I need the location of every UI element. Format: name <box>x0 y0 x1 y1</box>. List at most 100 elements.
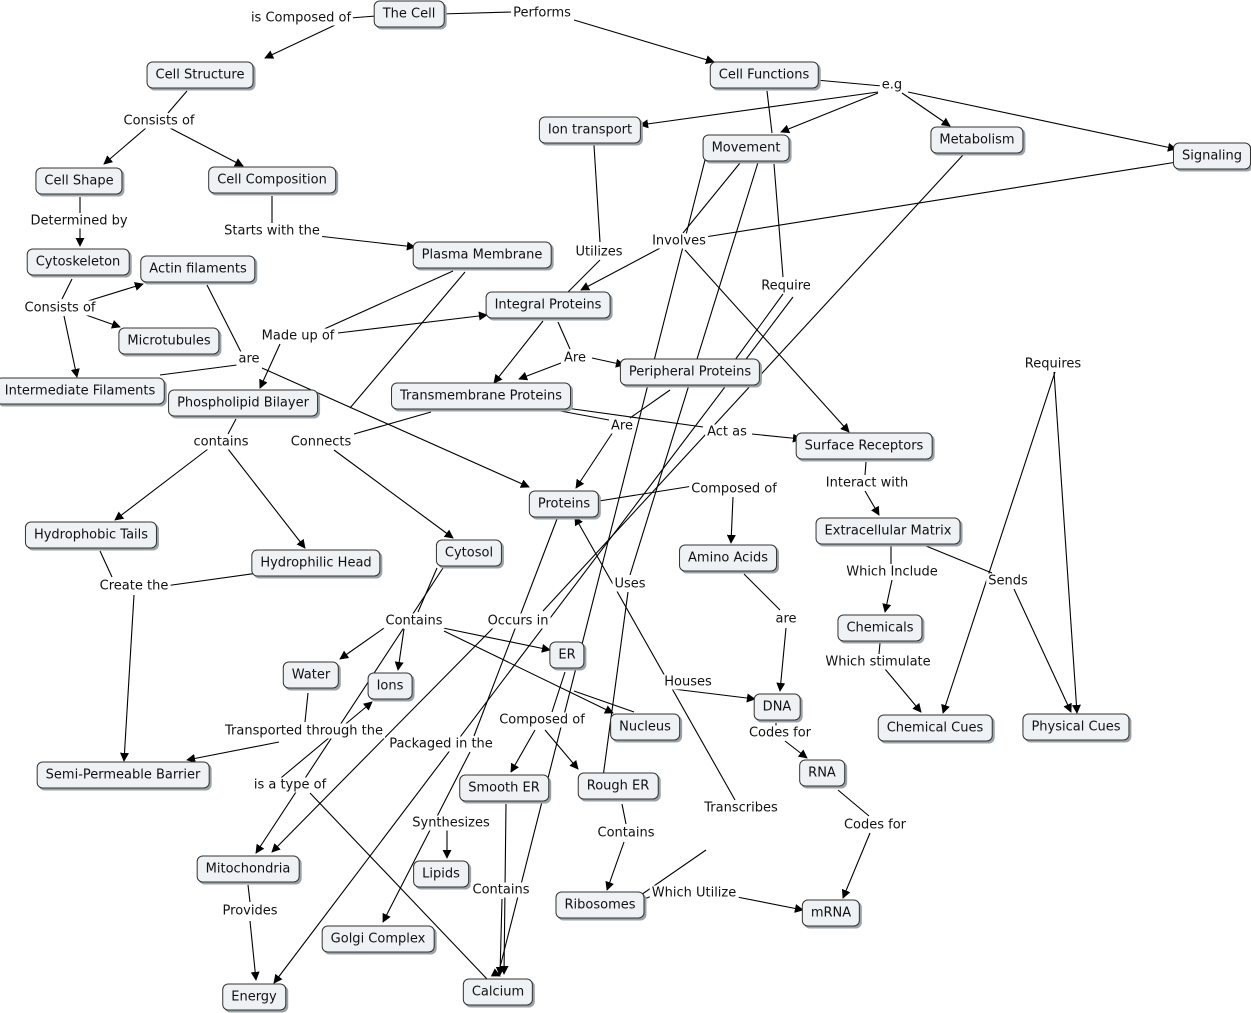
node-hydrophobic-tails[interactable]: Hydrophobic Tails <box>24 521 158 549</box>
link-label-contains: Contains <box>595 825 657 841</box>
node-mrna[interactable]: mRNA <box>801 899 861 927</box>
connector-line <box>551 671 566 713</box>
node-energy[interactable]: Energy <box>222 983 286 1011</box>
connector-line <box>605 841 625 891</box>
link-label-are: Are <box>562 350 588 366</box>
node-metabolism[interactable]: Metabolism <box>930 126 1024 154</box>
node-intermediate-filaments[interactable]: Intermediate Filaments <box>0 377 165 405</box>
link-label-consists-of: Consists of <box>22 300 98 316</box>
node-mitochondria[interactable]: Mitochondria <box>196 855 300 883</box>
node-chemicals[interactable]: Chemicals <box>837 614 923 642</box>
connector-line <box>580 245 665 291</box>
connector-line <box>63 315 80 378</box>
node-cell-shape[interactable]: Cell Shape <box>35 167 123 195</box>
node-cell-composition[interactable]: Cell Composition <box>208 166 336 194</box>
connector-line <box>518 362 562 381</box>
connector-line <box>169 127 244 167</box>
connector-line <box>103 127 147 165</box>
connector-line <box>882 579 893 613</box>
connector-line <box>593 144 601 243</box>
node-calcium[interactable]: Calcium <box>462 978 534 1006</box>
node-er[interactable]: ER <box>549 641 585 669</box>
connector-line <box>304 692 309 723</box>
node-actin-filaments[interactable]: Actin filaments <box>140 255 256 283</box>
node-plasma-membrane[interactable]: Plasma Membrane <box>412 241 552 269</box>
connector-line <box>557 321 571 350</box>
node-cell-structure[interactable]: Cell Structure <box>146 61 254 89</box>
link-label-contains: contains <box>191 434 251 450</box>
link-label-is-a-type-of: is a type of <box>251 777 329 793</box>
node-physical-cues[interactable]: Physical Cues <box>1022 713 1130 741</box>
connector-line <box>317 235 416 251</box>
node-microtubules[interactable]: Microtubules <box>118 327 220 355</box>
node-extracellular-matrix[interactable]: Extracellular Matrix <box>815 517 961 545</box>
connector-line <box>780 92 879 134</box>
connector-line <box>941 371 1056 714</box>
node-rna[interactable]: RNA <box>799 759 845 787</box>
node-cytosol[interactable]: Cytosol <box>435 539 503 567</box>
connector-line <box>736 896 804 913</box>
connector-line <box>637 849 707 898</box>
connector-line <box>493 320 544 384</box>
link-label-contains: Contains <box>470 882 532 898</box>
connector-line <box>773 163 784 278</box>
node-hydrophilic-head[interactable]: Hydrophilic Head <box>251 549 381 577</box>
node-water[interactable]: Water <box>282 661 340 689</box>
connector-line <box>574 516 736 801</box>
node-proteins[interactable]: Proteins <box>528 490 600 518</box>
node-chemical-cues[interactable]: Chemical Cues <box>877 714 993 742</box>
connector-line <box>353 411 432 435</box>
node-signaling[interactable]: Signaling <box>1172 142 1251 170</box>
link-label-connects: Connects <box>288 434 354 450</box>
connector-line <box>271 627 494 853</box>
node-surface-receptors[interactable]: Surface Receptors <box>795 432 933 460</box>
node-lipids[interactable]: Lipids <box>413 860 469 888</box>
node-rough-er[interactable]: Rough ER <box>577 772 659 800</box>
node-cytoskeleton[interactable]: Cytoskeleton <box>26 248 130 276</box>
connector-line <box>751 433 802 443</box>
connector-line <box>227 418 237 435</box>
connector-line <box>309 792 488 980</box>
link-label-which-stimulate: Which stimulate <box>823 654 933 670</box>
node-nucleus[interactable]: Nucleus <box>610 713 680 741</box>
node-cell-functions[interactable]: Cell Functions <box>709 61 819 89</box>
connector-line <box>591 357 625 368</box>
connector-line <box>167 90 188 114</box>
node-amino-acids[interactable]: Amino Acids <box>679 544 777 572</box>
node-the-cell[interactable]: The Cell <box>373 0 445 28</box>
connector-line <box>495 898 505 976</box>
node-ion-transport[interactable]: Ion transport <box>538 116 642 144</box>
connector-line <box>766 90 773 134</box>
node-integral-proteins[interactable]: Integral Proteins <box>485 291 611 319</box>
node-dna[interactable]: DNA <box>753 693 801 721</box>
connector-line <box>510 729 536 773</box>
node-semi-permeable-barrier[interactable]: Semi-Permeable Barrier <box>36 761 210 789</box>
node-ions[interactable]: Ions <box>367 672 413 700</box>
connector-line <box>186 741 280 763</box>
connector-line <box>439 11 514 15</box>
connector-line <box>575 431 614 489</box>
connector-line <box>841 832 871 899</box>
connector-line <box>925 545 993 574</box>
connector-line <box>159 364 238 376</box>
node-transmembrane-proteins[interactable]: Transmembrane Proteins <box>391 382 571 410</box>
node-golgi-complex[interactable]: Golgi Complex <box>321 925 435 953</box>
connector-line <box>629 389 671 419</box>
link-label-transported-through-the: Transported through the <box>223 723 385 739</box>
connector-line <box>497 159 706 976</box>
connector-line <box>119 594 135 762</box>
connector-line <box>784 740 808 759</box>
link-label-consists-of: Consists of <box>121 113 197 129</box>
connector-line <box>85 314 121 329</box>
link-label-packaged-in-the: Packaged in the <box>387 736 495 752</box>
node-peripheral-proteins[interactable]: Peripheral Proteins <box>619 358 761 386</box>
connector-line <box>597 591 629 793</box>
connector-line <box>565 407 704 428</box>
node-smooth-er[interactable]: Smooth ER <box>459 774 549 802</box>
node-ribosomes[interactable]: Ribosomes <box>555 891 645 919</box>
node-movement[interactable]: Movement <box>702 134 790 162</box>
connector-line <box>573 690 635 713</box>
connector-line <box>249 920 260 981</box>
node-phospholipid-bilayer[interactable]: Phospholipid Bilayer <box>168 389 318 417</box>
connector-line <box>554 409 610 421</box>
